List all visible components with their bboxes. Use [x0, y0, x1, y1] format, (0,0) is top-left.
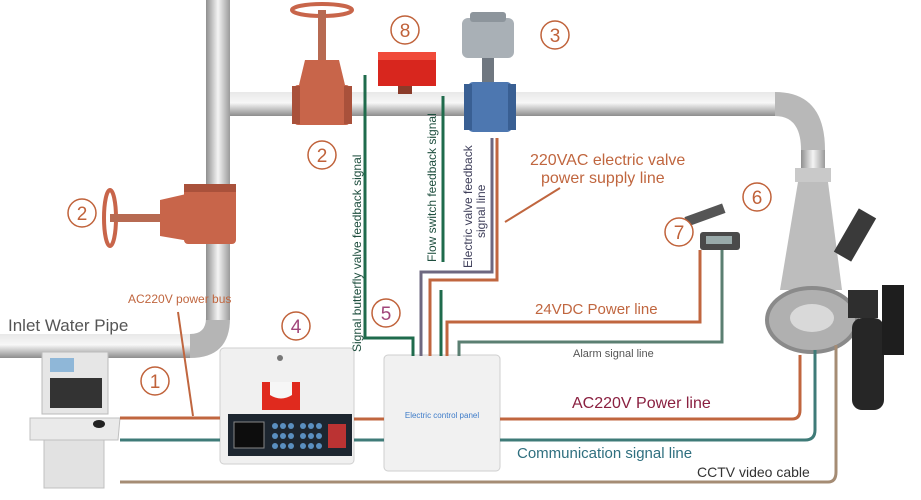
valve-power-label-line2: power supply line [541, 170, 665, 187]
marker-4: 4 [291, 317, 302, 338]
alarm-device [684, 203, 740, 250]
valve-power-leader [504, 187, 561, 223]
fire-water-monitor [765, 168, 904, 410]
valve-feedback-label-line1: Electric valve feedback [461, 144, 475, 268]
inlet-pipe-label: Inlet Water Pipe [8, 316, 128, 335]
valve-feedback-label-line2: signal line [474, 184, 488, 238]
control-console [29, 351, 121, 489]
flow-switch [378, 52, 436, 94]
cctv-label: CCTV video cable [697, 464, 810, 480]
butterfly-feedback-label: Signal butterfly valve feedback signal [350, 155, 364, 352]
marker-5: 5 [381, 304, 392, 325]
control-panel-label: Electric control panel [405, 411, 479, 420]
valve-power-label-line1: 220VAC electric valve [530, 152, 685, 169]
communication-label: Communication signal line [517, 445, 692, 462]
power-bus-label: AC220V power bus [128, 292, 231, 306]
cctv-cable [120, 345, 838, 484]
markers [67, 15, 772, 396]
dc-power-label: 24VDC Power line [535, 301, 658, 318]
alarm-controller-box [219, 347, 355, 465]
ac-power-cable-left [120, 416, 384, 421]
alarm-label: Alarm signal line [573, 348, 654, 360]
marker-7: 7 [674, 223, 685, 244]
flow-switch-feedback-label: Flow switch feedback signal [425, 113, 439, 262]
gate-valve-left [102, 184, 236, 248]
marker-2: 2 [77, 204, 88, 225]
marker-6: 6 [752, 188, 763, 209]
alarm-cable [457, 250, 724, 356]
marker-3: 3 [550, 26, 561, 47]
ac-power-cable [500, 355, 802, 421]
communication-cable [500, 350, 817, 442]
electric-butterfly-valve [462, 12, 516, 132]
marker-1: 1 [150, 372, 161, 393]
valve-feedback-cable [419, 138, 494, 356]
marker-8: 8 [400, 21, 411, 42]
dc-power-cable [445, 250, 702, 356]
cables [120, 75, 838, 484]
gate-valve-top [290, 2, 354, 125]
valve-power-cable [428, 138, 499, 356]
power-bus-leader [177, 311, 194, 417]
butterfly-feedback-cable [363, 75, 415, 356]
marker-2: 2 [317, 146, 328, 167]
ac-power-label: AC220V Power line [572, 395, 711, 412]
